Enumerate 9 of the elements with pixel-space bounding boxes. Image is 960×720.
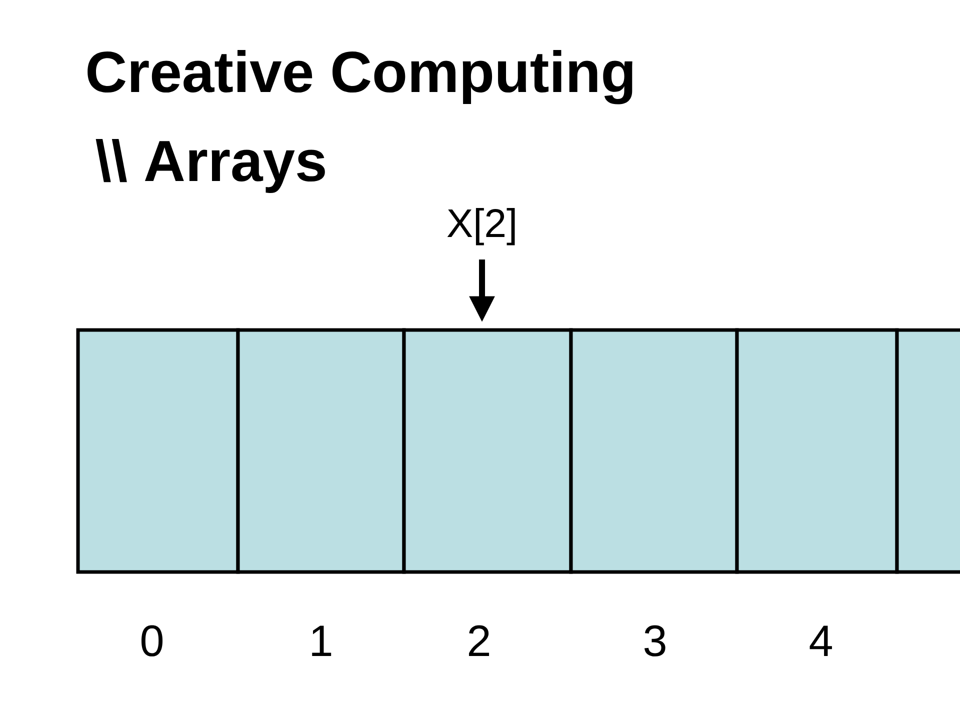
index-label: 4 [810, 626, 832, 656]
array-cell [895, 328, 960, 574]
subtitle: \\ Arrays [96, 138, 325, 194]
index-label: 0 [142, 625, 162, 656]
index-label: 1 [312, 626, 332, 656]
pointer-label: X[2] [447, 208, 515, 246]
title: Creative Computing [88, 50, 632, 104]
index-label: 2 [468, 625, 490, 656]
index-label: 3 [644, 625, 666, 656]
